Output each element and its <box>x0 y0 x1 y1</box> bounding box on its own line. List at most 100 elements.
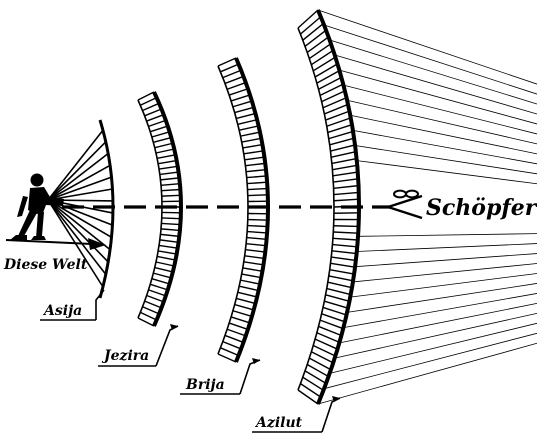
hatch-line <box>147 115 164 121</box>
creator-ray <box>353 264 537 282</box>
hatch-line <box>334 192 359 194</box>
hatch-line <box>160 240 179 242</box>
hatch-line <box>300 384 320 398</box>
hatch-line <box>243 268 263 271</box>
hatch-line <box>328 125 352 133</box>
hatch-line <box>303 23 324 40</box>
hatch-line <box>236 298 255 303</box>
creator-arrow <box>388 196 422 218</box>
hatch-line <box>157 256 175 260</box>
jezira-arc <box>138 92 181 326</box>
label-leaders <box>40 290 340 432</box>
creator-ray <box>347 100 537 144</box>
hatch-line <box>162 195 181 196</box>
hatch-line <box>227 329 246 336</box>
hatch-line <box>333 238 358 240</box>
hatch-line <box>140 98 156 106</box>
hatch-line <box>334 199 359 201</box>
hatch-line <box>152 132 170 137</box>
hatch-line <box>157 155 175 159</box>
creator-ray <box>353 130 537 163</box>
hatch-line <box>227 83 246 90</box>
hatch-line <box>248 195 268 196</box>
hatch-line <box>160 172 179 174</box>
creator-ray <box>355 254 537 267</box>
hatch-line <box>331 257 356 260</box>
hatch-line <box>150 126 168 132</box>
azilut-arc-inner-edge <box>298 28 334 390</box>
creator-ray <box>330 323 537 373</box>
hatch-line <box>305 30 326 46</box>
hatch-line <box>155 143 173 147</box>
hatch-line <box>313 57 335 71</box>
hatch-line <box>332 251 357 254</box>
hatch-line <box>319 326 342 335</box>
hatch-line <box>241 280 261 284</box>
creator-ray <box>357 161 537 184</box>
hatch-line <box>138 318 154 326</box>
hatch-line <box>319 77 342 89</box>
asija-label: Asija <box>42 303 82 319</box>
hatch-line <box>247 238 267 240</box>
hatch-line <box>303 377 324 390</box>
hatch-line <box>248 220 268 221</box>
hatch-line <box>332 245 357 247</box>
hatch-line <box>145 301 162 308</box>
hatch-line <box>229 89 248 95</box>
hatch-line <box>241 132 261 136</box>
hatch-line <box>152 279 170 284</box>
hatch-line <box>243 145 263 148</box>
creator-ray <box>347 283 537 312</box>
hatch-line <box>246 170 266 172</box>
hatch-line <box>247 182 267 183</box>
hatch-line <box>322 314 345 322</box>
brija-arc <box>218 58 268 362</box>
hatch-line <box>150 284 168 290</box>
hatch-line <box>242 138 262 142</box>
hatch-line <box>231 317 250 323</box>
hatch-line <box>218 354 236 362</box>
hatch-line <box>218 58 236 66</box>
hatch-line <box>244 151 264 154</box>
hatch-line <box>300 17 320 34</box>
azilut-label: Azilut <box>254 415 303 431</box>
jezira-label: Jezira <box>101 348 149 364</box>
hatch-line <box>331 145 356 151</box>
hatch-line <box>156 262 174 266</box>
hatch-line <box>245 250 265 252</box>
hatch-line <box>153 273 171 278</box>
hatch-line <box>143 103 160 110</box>
hatch-line <box>161 189 180 190</box>
brija-label: Brija <box>185 377 225 393</box>
hatch-line <box>331 263 356 267</box>
hatch-line <box>161 223 180 224</box>
this-world-label: Diese Welt <box>3 257 88 273</box>
hatch-line <box>330 270 354 274</box>
hatch-line <box>331 152 356 157</box>
hatch-line <box>155 268 173 272</box>
hatch-line <box>333 179 358 182</box>
jezira-arc-outer-edge <box>154 92 181 326</box>
hatch-line <box>298 390 318 404</box>
hatch-line <box>330 138 354 145</box>
hatch-line <box>158 161 177 164</box>
hatch-line <box>140 312 156 320</box>
hatch-line <box>239 126 258 130</box>
hatch-line <box>328 282 352 287</box>
hatch-line <box>159 245 178 248</box>
hatch-line <box>159 166 178 169</box>
hatch-line <box>223 342 241 349</box>
hatch-line <box>138 92 154 100</box>
hatch-line <box>161 229 180 231</box>
hatch-line <box>247 232 267 233</box>
hatch-line <box>333 232 358 233</box>
hatch-line <box>298 10 318 28</box>
creator-ray <box>350 273 537 297</box>
hatch-line <box>315 64 337 77</box>
hatch-line <box>248 189 268 190</box>
infinity-icon <box>394 191 418 198</box>
hatch-line <box>145 109 162 116</box>
hatch-line <box>326 295 350 301</box>
hatch-line <box>149 120 166 126</box>
creator-ray <box>318 343 537 404</box>
